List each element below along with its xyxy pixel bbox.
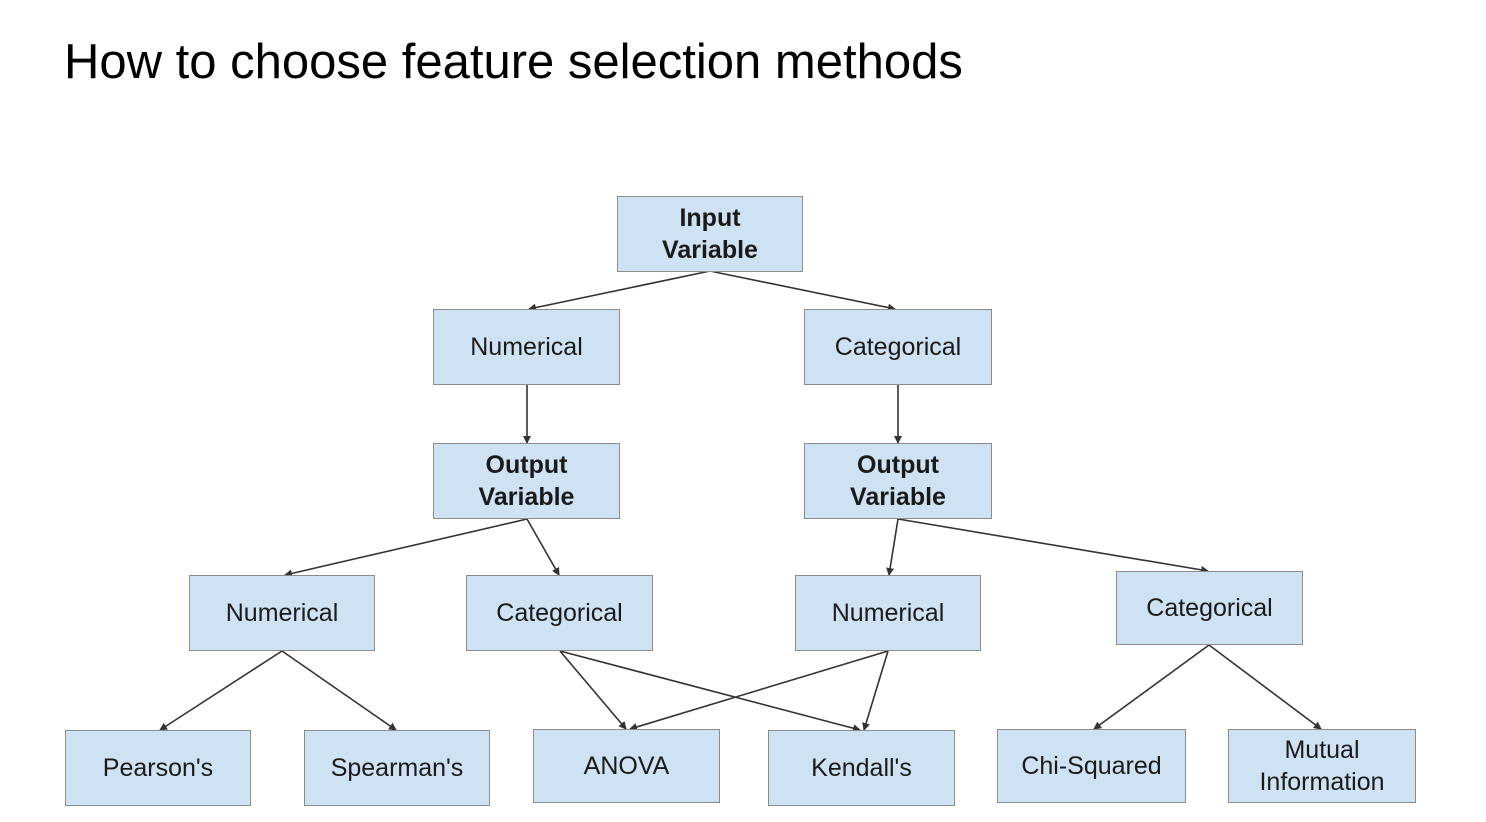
node-input-numerical: Numerical: [433, 309, 620, 385]
edge-output-right-to-categorical: [897, 518, 1209, 574]
edge-numerical-right-to-kendalls: [862, 650, 889, 731]
node-out-right-numerical-label: Numerical: [831, 599, 945, 627]
node-out-right-categorical: Categorical: [1116, 571, 1303, 645]
page-title: How to choose feature selection methods: [64, 35, 963, 89]
node-anova: ANOVA: [533, 729, 720, 803]
node-kendalls-label: Kendall's: [811, 754, 912, 782]
node-output-variable-left-label: Output Variable: [478, 451, 575, 511]
node-input-variable: Input Variable: [617, 196, 803, 272]
node-kendalls: Kendall's: [768, 730, 955, 806]
node-output-variable-left: Output Variable: [433, 443, 620, 519]
edge-numerical-right-to-anova: [629, 650, 889, 731]
node-input-categorical-label: Categorical: [834, 333, 962, 361]
node-out-right-numerical: Numerical: [795, 575, 981, 651]
edge-input-to-numerical: [528, 270, 711, 312]
edge-categorical-to-kendalls: [559, 650, 861, 733]
node-out-right-categorical-label: Categorical: [1146, 594, 1273, 622]
node-spearmans-label: Spearman's: [330, 754, 464, 782]
edge-numerical-to-spearmans: [281, 650, 397, 731]
edge-categorical-right-to-chi-squared: [1093, 644, 1210, 730]
node-out-left-categorical-label: Categorical: [496, 599, 623, 627]
edge-categorical-to-anova: [559, 650, 627, 730]
node-input-variable-label: Input Variable: [662, 204, 758, 264]
edge-input-to-categorical: [709, 270, 896, 312]
node-out-left-categorical: Categorical: [466, 575, 653, 651]
node-output-variable-right-label: Output Variable: [850, 451, 946, 511]
edge-numerical-to-pearsons: [159, 650, 283, 731]
node-chi-squared: Chi-Squared: [997, 729, 1186, 803]
edge-output-left-to-categorical: [526, 518, 560, 576]
node-pearsons: Pearson's: [65, 730, 251, 806]
edge-output-left-to-numerical: [284, 518, 528, 578]
edge-categorical-right-to-mutual-information: [1208, 644, 1322, 730]
node-output-variable-right: Output Variable: [804, 443, 992, 519]
node-input-numerical-label: Numerical: [470, 333, 583, 361]
node-spearmans: Spearman's: [304, 730, 490, 806]
node-mutual-information: Mutual Information: [1228, 729, 1416, 803]
node-anova-label: ANOVA: [583, 752, 670, 780]
node-input-categorical: Categorical: [804, 309, 992, 385]
node-out-left-numerical-label: Numerical: [225, 599, 339, 627]
node-pearsons-label: Pearson's: [102, 754, 214, 782]
node-chi-squared-label: Chi-Squared: [1021, 752, 1162, 780]
node-out-left-numerical: Numerical: [189, 575, 375, 651]
node-mutual-information-label: Mutual Information: [1259, 736, 1385, 796]
edge-output-right-to-numerical: [886, 518, 899, 576]
